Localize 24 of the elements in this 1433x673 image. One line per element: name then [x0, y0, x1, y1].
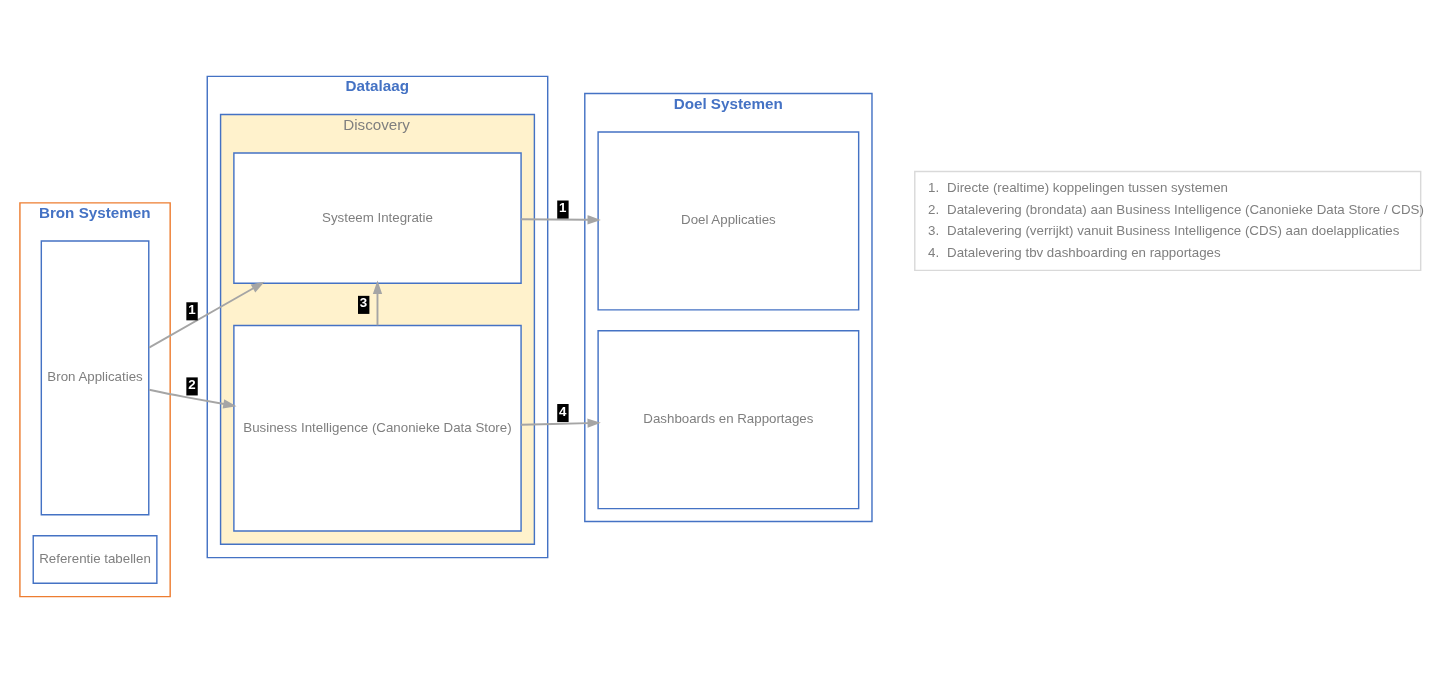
node-box: Referentie tabellen — [32, 535, 158, 584]
label: Datalevering (brondata) aan Business Intelligence (Canonieke Data Store / CDS) — [947, 201, 1424, 217]
label: 4. — [928, 245, 940, 261]
edge-label: 2 — [188, 376, 196, 392]
node-box: Business Intelligence (Canonieke Data Store) — [233, 324, 522, 532]
edge-label: 4 — [559, 403, 567, 419]
node-box: Systeem Integratie — [233, 152, 522, 284]
arrow — [520, 418, 601, 428]
label: Directe (realtime) koppelingen tussen systemen — [947, 179, 1228, 195]
label: Datalevering (verrijkt) vanuit Business Intelligence (CDS) aan doelapplicaties — [947, 223, 1400, 239]
label: Datalevering tbv dashboarding en rapportages — [947, 245, 1221, 261]
label: 3. — [928, 223, 940, 239]
arrow — [148, 281, 265, 349]
edge-label: 3 — [359, 295, 368, 311]
node-box: Doel Applicaties — [597, 131, 860, 311]
arrow — [372, 280, 383, 327]
node-box: Dashboards en Rapportages — [597, 330, 860, 510]
node-box: Bron Applicaties — [40, 240, 150, 516]
edge-label: 1 — [559, 200, 567, 216]
arrow — [148, 388, 237, 409]
label: 2. — [928, 201, 940, 217]
edge-label: 1 — [188, 301, 196, 317]
label: 1. — [928, 179, 940, 195]
arrow — [520, 215, 601, 225]
